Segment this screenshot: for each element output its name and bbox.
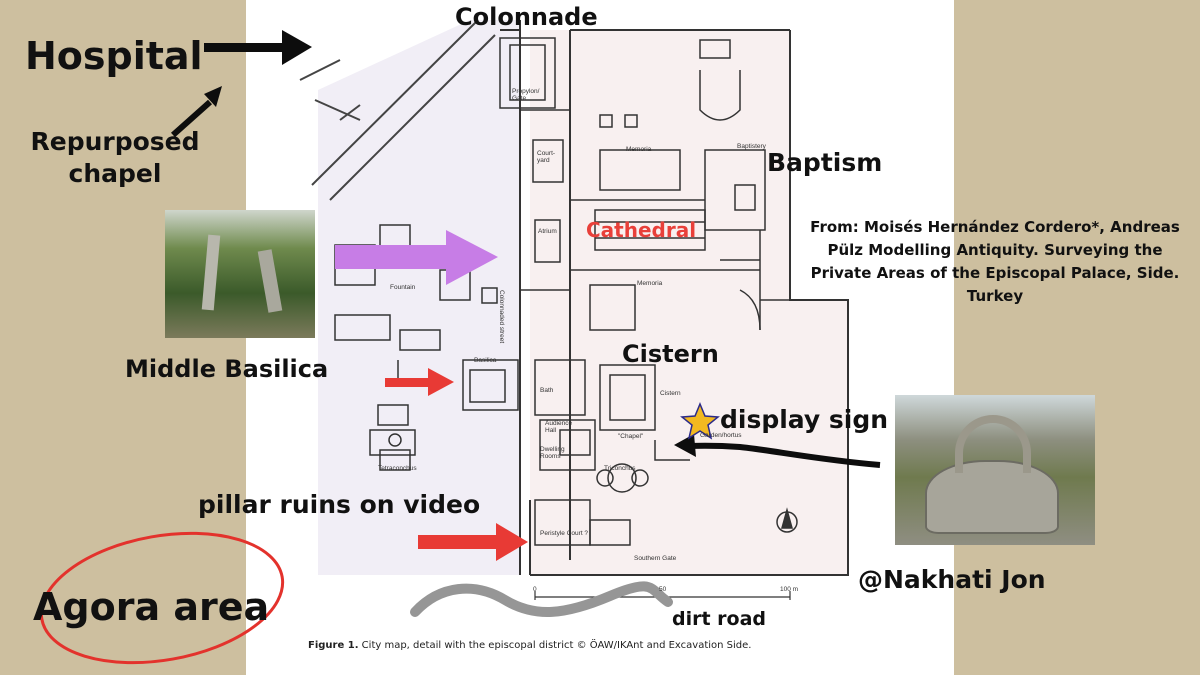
- arch-ruin: [955, 415, 1031, 473]
- figure-caption: Figure 1. City map, detail with the epis…: [308, 640, 751, 651]
- map-label-memoria-2: Memoria: [637, 280, 663, 287]
- hospital-arrow: [204, 30, 312, 65]
- scale-label-0: 0: [533, 586, 537, 593]
- map-label-atrium: Atrium: [538, 228, 557, 235]
- label-agora-area: Agora area: [33, 585, 270, 629]
- map-tint-east: [530, 30, 848, 575]
- map-label-garden: Garden/hortus: [700, 432, 742, 439]
- red-arrow-basilica: [385, 368, 454, 396]
- map-label-baptistery: Baptistery: [737, 143, 766, 150]
- label-baptism: Baptism: [767, 148, 883, 177]
- label-middle-basilica: Middle Basilica: [125, 355, 329, 383]
- scale-label-100: 100 m: [780, 586, 799, 593]
- map-label-fountain: Fountain: [390, 284, 416, 291]
- label-dirt-road: dirt road: [672, 608, 767, 630]
- display-sign-arrow: [674, 434, 881, 468]
- label-hospital: Hospital: [25, 34, 203, 78]
- diagonal-street-lines: [299, 19, 496, 201]
- map-label-memoria-1: Memoria: [626, 146, 652, 153]
- map-label-basilica: Basilica: [474, 357, 497, 364]
- label-cathedral: Cathedral: [586, 218, 697, 242]
- map-label-propylon: Propylon/ Gate: [512, 88, 540, 102]
- label-pillar-ruins: pillar ruins on video: [198, 490, 481, 519]
- label-cistern: Cistern: [622, 340, 719, 368]
- map-label-dwelling: Dwelling Rooms: [540, 446, 565, 460]
- pillar-2: [257, 249, 283, 313]
- north-arrow: [776, 507, 798, 533]
- label-display-sign: display sign: [720, 405, 889, 434]
- map-label-audience-hall: Audience Hall: [545, 420, 573, 434]
- map-label-triconchus: Triconchus: [604, 465, 636, 472]
- star-icon: [680, 402, 720, 440]
- label-credit: @Nakhati Jon: [858, 565, 1046, 594]
- map-label-cistern: Cistern: [660, 390, 681, 397]
- stone-wall: [925, 460, 1059, 534]
- figure-caption-bold: Figure 1.: [308, 640, 359, 651]
- purple-arrow: [335, 230, 498, 285]
- map-label-peristyle: Peristyle Court ?: [540, 530, 589, 537]
- red-arrow-pillar: [418, 523, 528, 561]
- map-label-bath: Bath: [540, 387, 554, 394]
- label-repurposed-chapel: Repurposed chapel: [30, 127, 200, 188]
- map-label-street: Colonnaded street: [498, 290, 505, 344]
- chapel-arrow: [171, 86, 222, 138]
- map-label-chapel: "Chapel": [618, 433, 644, 440]
- label-colonnade: Colonnade: [455, 3, 598, 31]
- dirt-road-line: [410, 581, 673, 617]
- agora-circle: [39, 531, 285, 665]
- pillar-photo: [165, 210, 315, 338]
- map-tint-west: [318, 20, 520, 575]
- ruins-photo: [895, 395, 1095, 545]
- map-label-courtyard: Court- yard: [537, 150, 556, 164]
- figure-caption-text: City map, detail with the episcopal dist…: [358, 640, 752, 651]
- scale-label-50: 50: [659, 586, 667, 593]
- map-label-southern-gate: Southern Gate: [634, 555, 677, 562]
- pillar-1: [201, 234, 221, 311]
- map-label-tetraconchus: Tetraconchus: [378, 465, 417, 472]
- source-citation: From: Moisés Hernández Cordero*, Andreas…: [810, 218, 1180, 305]
- precinct-walls: [500, 20, 849, 576]
